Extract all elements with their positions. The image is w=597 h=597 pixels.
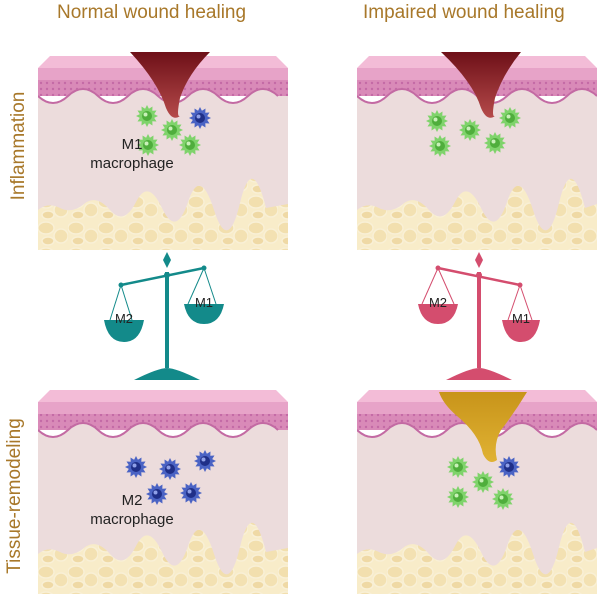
- m1-label: M1 macrophage: [76, 135, 188, 173]
- m2-macrophage-cell: [194, 450, 216, 472]
- column-title-normal: Normal wound healing: [57, 2, 247, 23]
- scale-left-pan-label: M2: [429, 295, 447, 310]
- m1-macrophage-cell: [499, 107, 521, 129]
- m1-macrophage-cell: [136, 105, 158, 127]
- m2-label: M2 macrophage: [76, 491, 188, 529]
- m1-macrophage-cell: [137, 134, 159, 156]
- balance-scale-normal: M2 M1: [104, 252, 224, 380]
- m1-macrophage-cell: [429, 135, 451, 157]
- m2-macrophage-cell: [180, 482, 202, 504]
- column-title-impaired: Impaired wound healing: [363, 2, 565, 23]
- m1-macrophage-cell: [472, 471, 494, 493]
- m1-macrophage-cell: [161, 119, 183, 141]
- m1-macrophage-cell: [426, 110, 448, 132]
- scale-left-pan-label: M2: [115, 311, 133, 326]
- wound-inflamed: [441, 52, 521, 118]
- m1-macrophage-cell: [492, 488, 514, 510]
- m1-macrophage-cell: [459, 119, 481, 141]
- skin-panel-impaired-remodeling: [357, 390, 597, 594]
- scale-right-pan-label: M1: [512, 311, 530, 326]
- m2-macrophage-cell: [189, 107, 211, 129]
- skin-panel-normal-inflammation: [38, 52, 288, 250]
- m2-macrophage-cell: [498, 456, 520, 478]
- m2-macrophage-cell: [146, 483, 168, 505]
- m1-macrophage-cell: [179, 134, 201, 156]
- scale-right-pan-label: M1: [195, 295, 213, 310]
- wound-remodeling: [439, 392, 527, 462]
- m2-label-line1: M2: [121, 492, 143, 509]
- m1-label-line1: M1: [121, 136, 143, 153]
- m1-macrophage-cell: [447, 486, 469, 508]
- m1-label-line2: macrophage: [90, 155, 174, 172]
- wound-inflamed: [130, 52, 210, 118]
- skin-panel-normal-remodeling: [38, 390, 288, 594]
- balance-scale-impaired: M2 M1: [418, 252, 540, 380]
- m2-label-line2: macrophage: [90, 511, 174, 528]
- m2-macrophage-cell: [125, 456, 147, 478]
- m1-macrophage-cell: [484, 132, 506, 154]
- m2-macrophage-cell: [159, 458, 181, 480]
- skin-panel-impaired-inflammation: [357, 52, 597, 250]
- m1-macrophage-cell: [447, 456, 469, 478]
